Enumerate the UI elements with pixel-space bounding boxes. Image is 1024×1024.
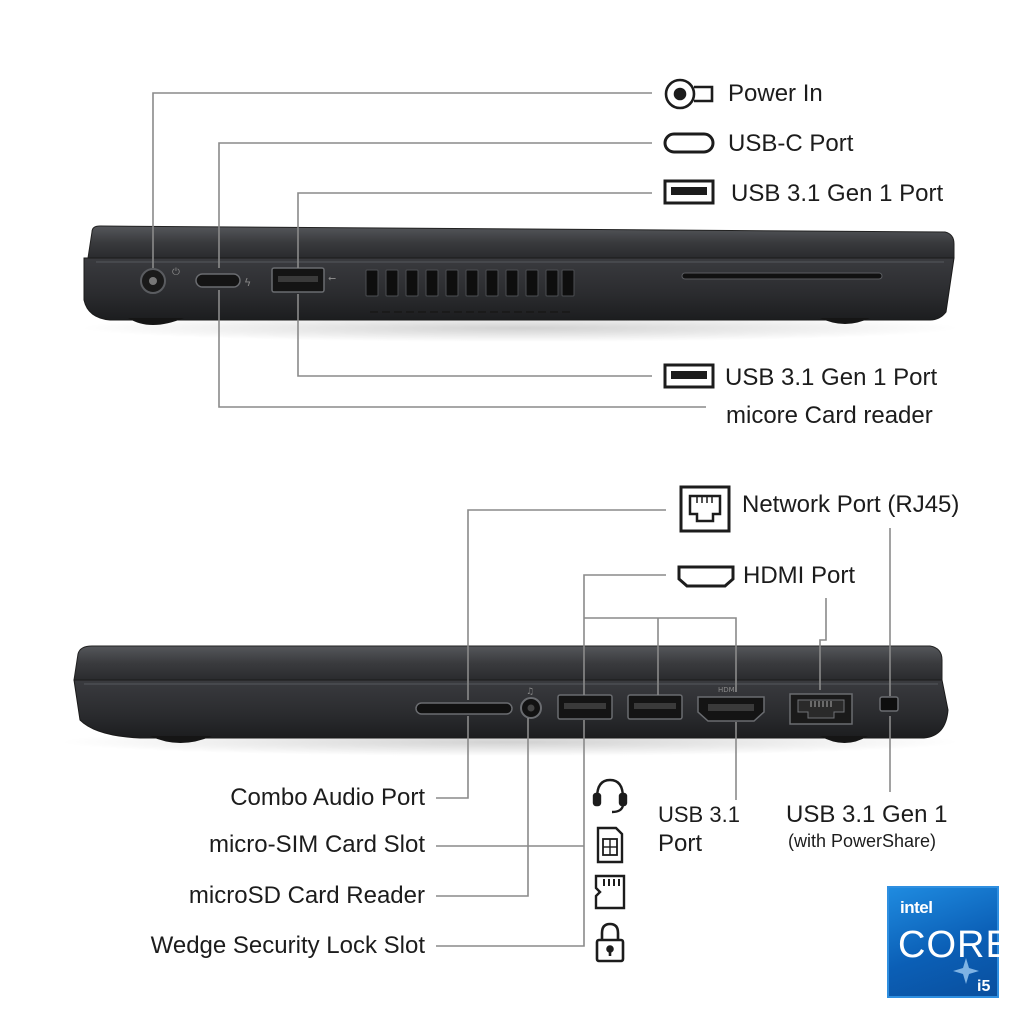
audio-jack: ♫: [520, 687, 542, 719]
label-hdmi-port: HDMI Port: [743, 562, 856, 589]
label-usb31-line1: USB 3.1: [658, 802, 740, 827]
sd-card-icon: [594, 874, 626, 910]
laptop-right-side: ♫ HDMI: [60, 645, 960, 756]
usb-c-icon: [663, 132, 715, 154]
svg-text:♫: ♫: [526, 687, 534, 697]
usb-a-icon: [663, 179, 715, 205]
hdmi-port: HDMI: [697, 686, 765, 722]
rj45-port: [789, 693, 853, 725]
hdmi-embossed-label: HDMI: [718, 686, 737, 694]
badge-tier: i5: [977, 978, 991, 995]
svg-text:⭠: ⭠: [328, 273, 336, 284]
security-lock-slot: [879, 696, 899, 712]
power-in-icon: [664, 78, 714, 110]
usb-a-port: [557, 694, 613, 720]
network-port-icon: [679, 485, 731, 533]
sparkle-icon: [953, 958, 979, 984]
lock-icon: [595, 922, 625, 963]
usb-a-icon: [663, 363, 715, 389]
hdmi-icon: [677, 565, 735, 588]
label-usb31-line2: Port: [658, 830, 703, 857]
svg-text:⏻: ⏻: [172, 267, 180, 278]
label-network-port: Network Port (RJ45): [742, 491, 960, 518]
card-reader-slot: [681, 272, 883, 280]
label-card-reader: micore Card reader: [726, 402, 933, 429]
label-microsd: microSD Card Reader: [188, 882, 425, 909]
laptop-left-side: ⏻ ϟ ⭠: [80, 225, 960, 342]
label-power-in: Power In: [728, 80, 823, 107]
usb-a-port: [627, 694, 683, 720]
label-usb-a-port-upper: USB 3.1 Gen 1 Port: [731, 180, 944, 207]
sim-card-icon: [596, 826, 624, 864]
headset-icon: [592, 778, 628, 814]
label-micro-sim: micro-SIM Card Slot: [208, 831, 425, 858]
label-usb31-gen1: USB 3.1 Gen 1: [786, 801, 948, 828]
power-jack: ⏻: [140, 267, 180, 294]
svg-text:ϟ: ϟ: [244, 276, 251, 289]
usb-c-port: ϟ: [195, 273, 251, 289]
label-powershare: (with PowerShare): [788, 831, 937, 851]
sim-slot: [415, 702, 513, 715]
top-leader-lines: [152, 92, 706, 408]
vent-grille: [365, 269, 575, 297]
label-combo-audio: Combo Audio Port: [230, 784, 425, 811]
badge-product: CORE: [898, 924, 1012, 966]
label-usb-a-port-lower: USB 3.1 Gen 1 Port: [725, 364, 938, 391]
intel-core-badge: intel CORE i5: [887, 886, 1011, 998]
badge-brand: intel: [900, 898, 933, 917]
bottom-leader-lines: [436, 509, 891, 947]
label-usb-c-port: USB-C Port: [728, 130, 854, 157]
label-wedge-lock: Wedge Security Lock Slot: [150, 932, 425, 959]
